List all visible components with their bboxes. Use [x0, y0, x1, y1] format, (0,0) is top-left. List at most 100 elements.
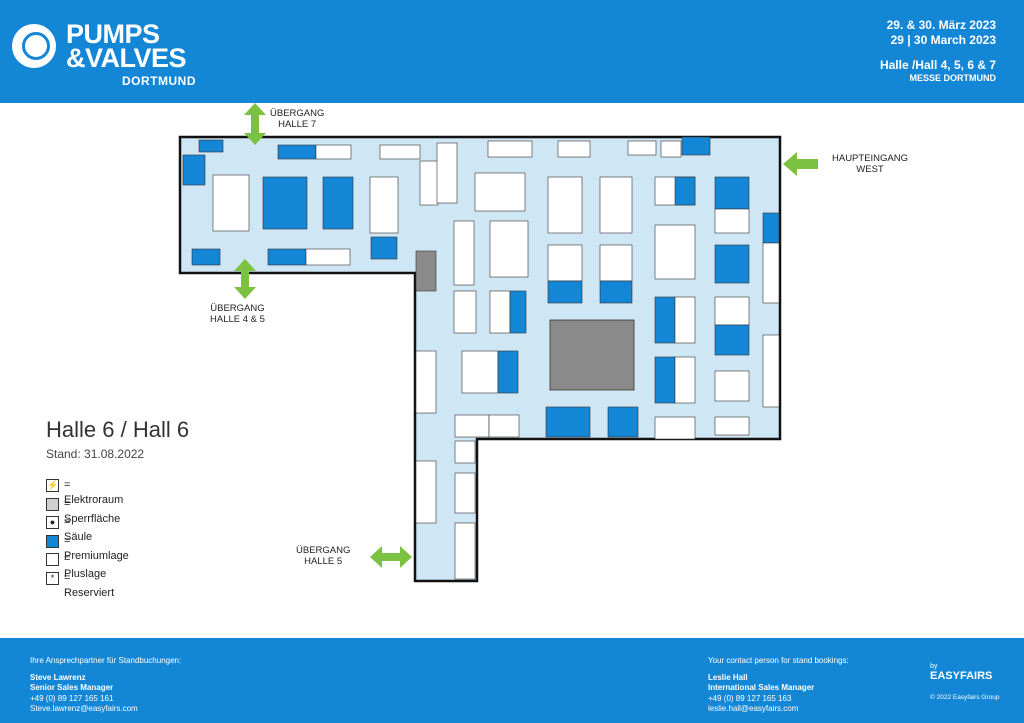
stand-block[interactable]	[461, 350, 499, 394]
footer: Ihre Ansprechpartner für Standbuchungen:…	[0, 638, 1024, 723]
legend-label: = Pluslage	[64, 553, 107, 580]
legend-label: = Säule	[64, 516, 93, 543]
stand-block[interactable]	[599, 176, 633, 234]
contact-email-link[interactable]: leslie.hall@easyfairs.com	[708, 704, 799, 713]
stand-block[interactable]	[415, 460, 437, 524]
stand-block[interactable]	[453, 220, 475, 286]
stand-block[interactable]	[714, 244, 750, 284]
stand-block[interactable]	[198, 139, 224, 153]
blocked-area-swatch-icon	[46, 497, 59, 511]
stand-block[interactable]	[489, 220, 529, 278]
reserved-icon: *	[46, 571, 59, 585]
event-venue: MESSE DORTMUND	[909, 73, 996, 83]
stand-block[interactable]	[714, 176, 750, 210]
stand-block[interactable]	[599, 244, 633, 282]
plus-swatch-icon	[46, 553, 59, 566]
stand-block[interactable]	[714, 208, 750, 234]
hall-title: Halle 6 / Hall 6	[46, 417, 190, 442]
stand-block[interactable]	[674, 296, 696, 344]
stand-block[interactable]	[599, 280, 633, 304]
event-halls: Halle /Hall 4, 5, 6 & 7	[879, 58, 996, 72]
premium-swatch-icon	[46, 534, 59, 548]
contact-intro: Your contact person for stand bookings:	[708, 656, 849, 665]
passage-arrow-hall45	[234, 259, 256, 299]
stand-block[interactable]	[557, 140, 591, 158]
stand-block[interactable]	[509, 290, 527, 334]
legend-label: = Premiumlage	[64, 534, 129, 562]
passage-arrow-hall5	[370, 546, 412, 568]
stand-block[interactable]	[654, 224, 696, 280]
stand-block[interactable]	[454, 522, 476, 580]
stand-block[interactable]	[674, 356, 696, 404]
stand-block[interactable]	[674, 176, 696, 206]
stand-block[interactable]	[370, 236, 398, 260]
logo-circle-icon	[12, 24, 56, 68]
stand-block[interactable]	[454, 440, 476, 464]
logo-line2: &VALVES	[66, 43, 187, 73]
stand-block[interactable]	[322, 176, 354, 230]
stand-block[interactable]	[369, 176, 399, 234]
stand-block[interactable]	[654, 416, 696, 440]
contact-phone: +49 (0) 89 127 165 161	[30, 693, 114, 703]
stand-block[interactable]	[497, 350, 519, 394]
stand-block[interactable]	[714, 296, 750, 326]
stand-block[interactable]	[607, 406, 639, 438]
stand-block[interactable]	[487, 140, 533, 158]
stand-block[interactable]	[547, 176, 583, 234]
contact-role: International Sales Manager	[708, 683, 815, 692]
stand-block[interactable]	[415, 350, 437, 414]
stand-block[interactable]	[488, 414, 520, 438]
stand-block[interactable]	[545, 406, 591, 438]
contact-role: Senior Sales Manager	[30, 683, 114, 692]
entrance-arrow[interactable]	[783, 152, 818, 176]
contact-email-link[interactable]: Steve.lawrenz@easyfairs.com	[30, 704, 138, 713]
pillar-icon: ●	[46, 516, 59, 529]
easyfairs-logo: EASYFAIRS	[930, 670, 993, 682]
legend-label: = Sperrfläche	[64, 497, 121, 525]
by-label: by	[930, 663, 938, 670]
stand-block[interactable]	[762, 334, 780, 408]
passage-hall7-text: ÜBERGANG HALLE 7	[270, 108, 325, 130]
stand-block[interactable]	[547, 280, 583, 304]
passage-hall45-label: ÜBERGANG HALLE 4 & 5	[210, 303, 265, 325]
contact-left: Ihre Ansprechpartner für Standbuchungen:…	[30, 656, 181, 715]
stand-block[interactable]	[681, 136, 711, 156]
stand-block[interactable]	[547, 244, 583, 282]
logo-line3: DORTMUND	[122, 74, 196, 88]
stand-block[interactable]	[453, 290, 477, 334]
stand-block[interactable]	[714, 370, 750, 402]
stand-block[interactable]	[191, 248, 221, 266]
arrows-layer	[234, 103, 818, 568]
stand-block[interactable]	[212, 174, 250, 232]
event-date-en: 29 | 30 March 2023	[890, 33, 996, 47]
passage-hall7-label: ÜBERGANG HALLE 7	[270, 108, 324, 130]
status-date: Stand: 31.08.2022	[46, 447, 145, 461]
stand-block[interactable]	[627, 140, 657, 156]
stand-block[interactable]	[315, 144, 352, 160]
stand-block[interactable]	[762, 242, 780, 304]
electric-room-icon: ⚡	[46, 479, 59, 492]
legend-label: = Reserviert	[64, 571, 115, 599]
passage-hall5-label: ÜBERGANG HALLE 5	[296, 545, 350, 567]
event-info: 29. & 30. März 2023 29 | 30 March 2023 H…	[880, 18, 996, 84]
stand-block[interactable]	[436, 142, 458, 204]
contact-name: Leslie Hall	[708, 672, 748, 682]
stand-block[interactable]	[454, 472, 476, 514]
stand-block[interactable]	[262, 176, 308, 230]
floor-plan-svg	[178, 135, 782, 583]
cafe-bar	[549, 319, 635, 391]
stand-block[interactable]	[474, 172, 526, 212]
header-banner: PUMPS &VALVES DORTMUND 29. & 30. März 20…	[0, 0, 1024, 103]
event-date-de: 29. & 30. März 2023	[886, 18, 996, 32]
stand-block[interactable]	[714, 324, 750, 356]
stand-block[interactable]	[714, 416, 750, 436]
copyright: © 2022 Easyfairs Group	[930, 694, 1000, 701]
stand-block[interactable]	[305, 248, 351, 266]
passage-arrow-hall7	[244, 103, 266, 145]
main-entrance-text: HAUPTEINGANG WEST	[832, 153, 909, 175]
stand-block[interactable]	[379, 144, 421, 160]
stand-block[interactable]	[182, 154, 206, 186]
passage-hall45-text: ÜBERGANG HALLE 4 & 5	[210, 303, 265, 325]
stand-block[interactable]	[660, 140, 682, 158]
blocked-area	[415, 250, 437, 292]
